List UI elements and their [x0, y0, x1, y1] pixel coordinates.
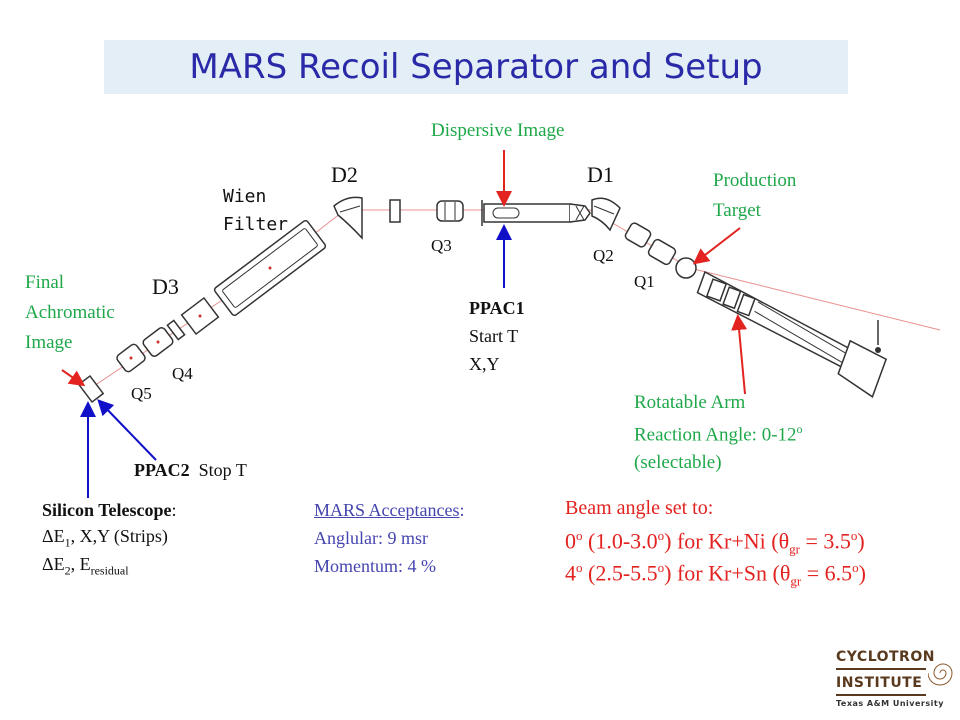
rotatable-arm	[696, 270, 888, 398]
d2-dipole	[333, 196, 363, 240]
final-label-1: Final	[25, 272, 65, 293]
ppac1-line3: X,Y	[469, 354, 500, 374]
wien-label-2: Filter	[223, 214, 289, 235]
arrow-ppac2	[97, 399, 157, 461]
arrow-final	[61, 369, 86, 387]
production-label-2: Target	[713, 200, 761, 221]
beam-row-2: 4o (2.5-5.5o) for Kr+Sn (θgr = 6.5o)	[565, 560, 866, 589]
q5-label: Q5	[131, 384, 152, 403]
silicon-line2: ΔE1, X,Y (Strips)	[42, 526, 168, 550]
arm-label-3: (selectable)	[634, 452, 722, 473]
arm-label-2: Reaction Angle: 0-12o	[634, 422, 803, 446]
q1-label: Q1	[634, 272, 655, 291]
small-slit	[166, 319, 186, 341]
d3-label: D3	[152, 274, 179, 299]
q2-magnet	[624, 222, 652, 248]
silicon-title: Silicon Telescope:	[42, 500, 177, 520]
ppac2-label: PPAC2 Stop T	[134, 460, 247, 480]
production-target	[675, 257, 697, 279]
silicon-line3: ΔE2, Eresidual	[42, 554, 129, 578]
logo-line-1: CYCLOTRON	[836, 649, 935, 665]
logo-line-3: Texas A&M University	[836, 699, 944, 708]
d2-label: D2	[331, 162, 358, 187]
d2-box	[389, 199, 401, 223]
d1-dipole	[591, 197, 621, 232]
cyclotron-institute-logo: CYCLOTRON INSTITUTE Texas A&M University	[824, 645, 960, 720]
dispersive-image-label: Dispersive Image	[431, 120, 565, 141]
logo-line-2: INSTITUTE	[836, 675, 923, 691]
logo-spiral-icon	[928, 663, 953, 686]
acceptances-angular: Anglular: 9 msr	[314, 528, 428, 548]
arrow-arm	[731, 314, 748, 395]
q2-label: Q2	[593, 246, 614, 265]
production-label-1: Production	[713, 170, 797, 191]
q3-magnet	[436, 200, 464, 222]
q1-magnet	[647, 238, 677, 266]
ppac1-line2: Start T	[469, 326, 519, 346]
beam-row-1: 0o (1.0-3.0o) for Kr+Ni (θgr = 3.5o)	[565, 528, 865, 557]
acceptances-title: MARS Acceptances:	[314, 500, 465, 520]
final-detector	[77, 374, 105, 404]
beam-title: Beam angle set to:	[565, 497, 714, 519]
arrow-production	[692, 227, 741, 265]
q4-label: Q4	[172, 364, 193, 383]
d1-label: D1	[587, 162, 614, 187]
wien-label-1: Wien	[223, 186, 267, 207]
ppac1-title: PPAC1	[469, 298, 525, 318]
arm-label-1: Rotatable Arm	[634, 392, 746, 413]
wien-filter	[213, 219, 327, 317]
title-band: MARS Recoil Separator and Setup	[104, 40, 848, 94]
d3-element	[180, 296, 220, 336]
q5-magnet	[116, 343, 146, 373]
q4-magnet	[142, 327, 174, 357]
page-title: MARS Recoil Separator and Setup	[189, 47, 763, 87]
acceptances-momentum: Momentum: 4 %	[314, 556, 436, 576]
q3-label: Q3	[431, 236, 452, 255]
final-label-3: Image	[25, 332, 73, 353]
final-label-2: Achromatic	[25, 302, 115, 323]
